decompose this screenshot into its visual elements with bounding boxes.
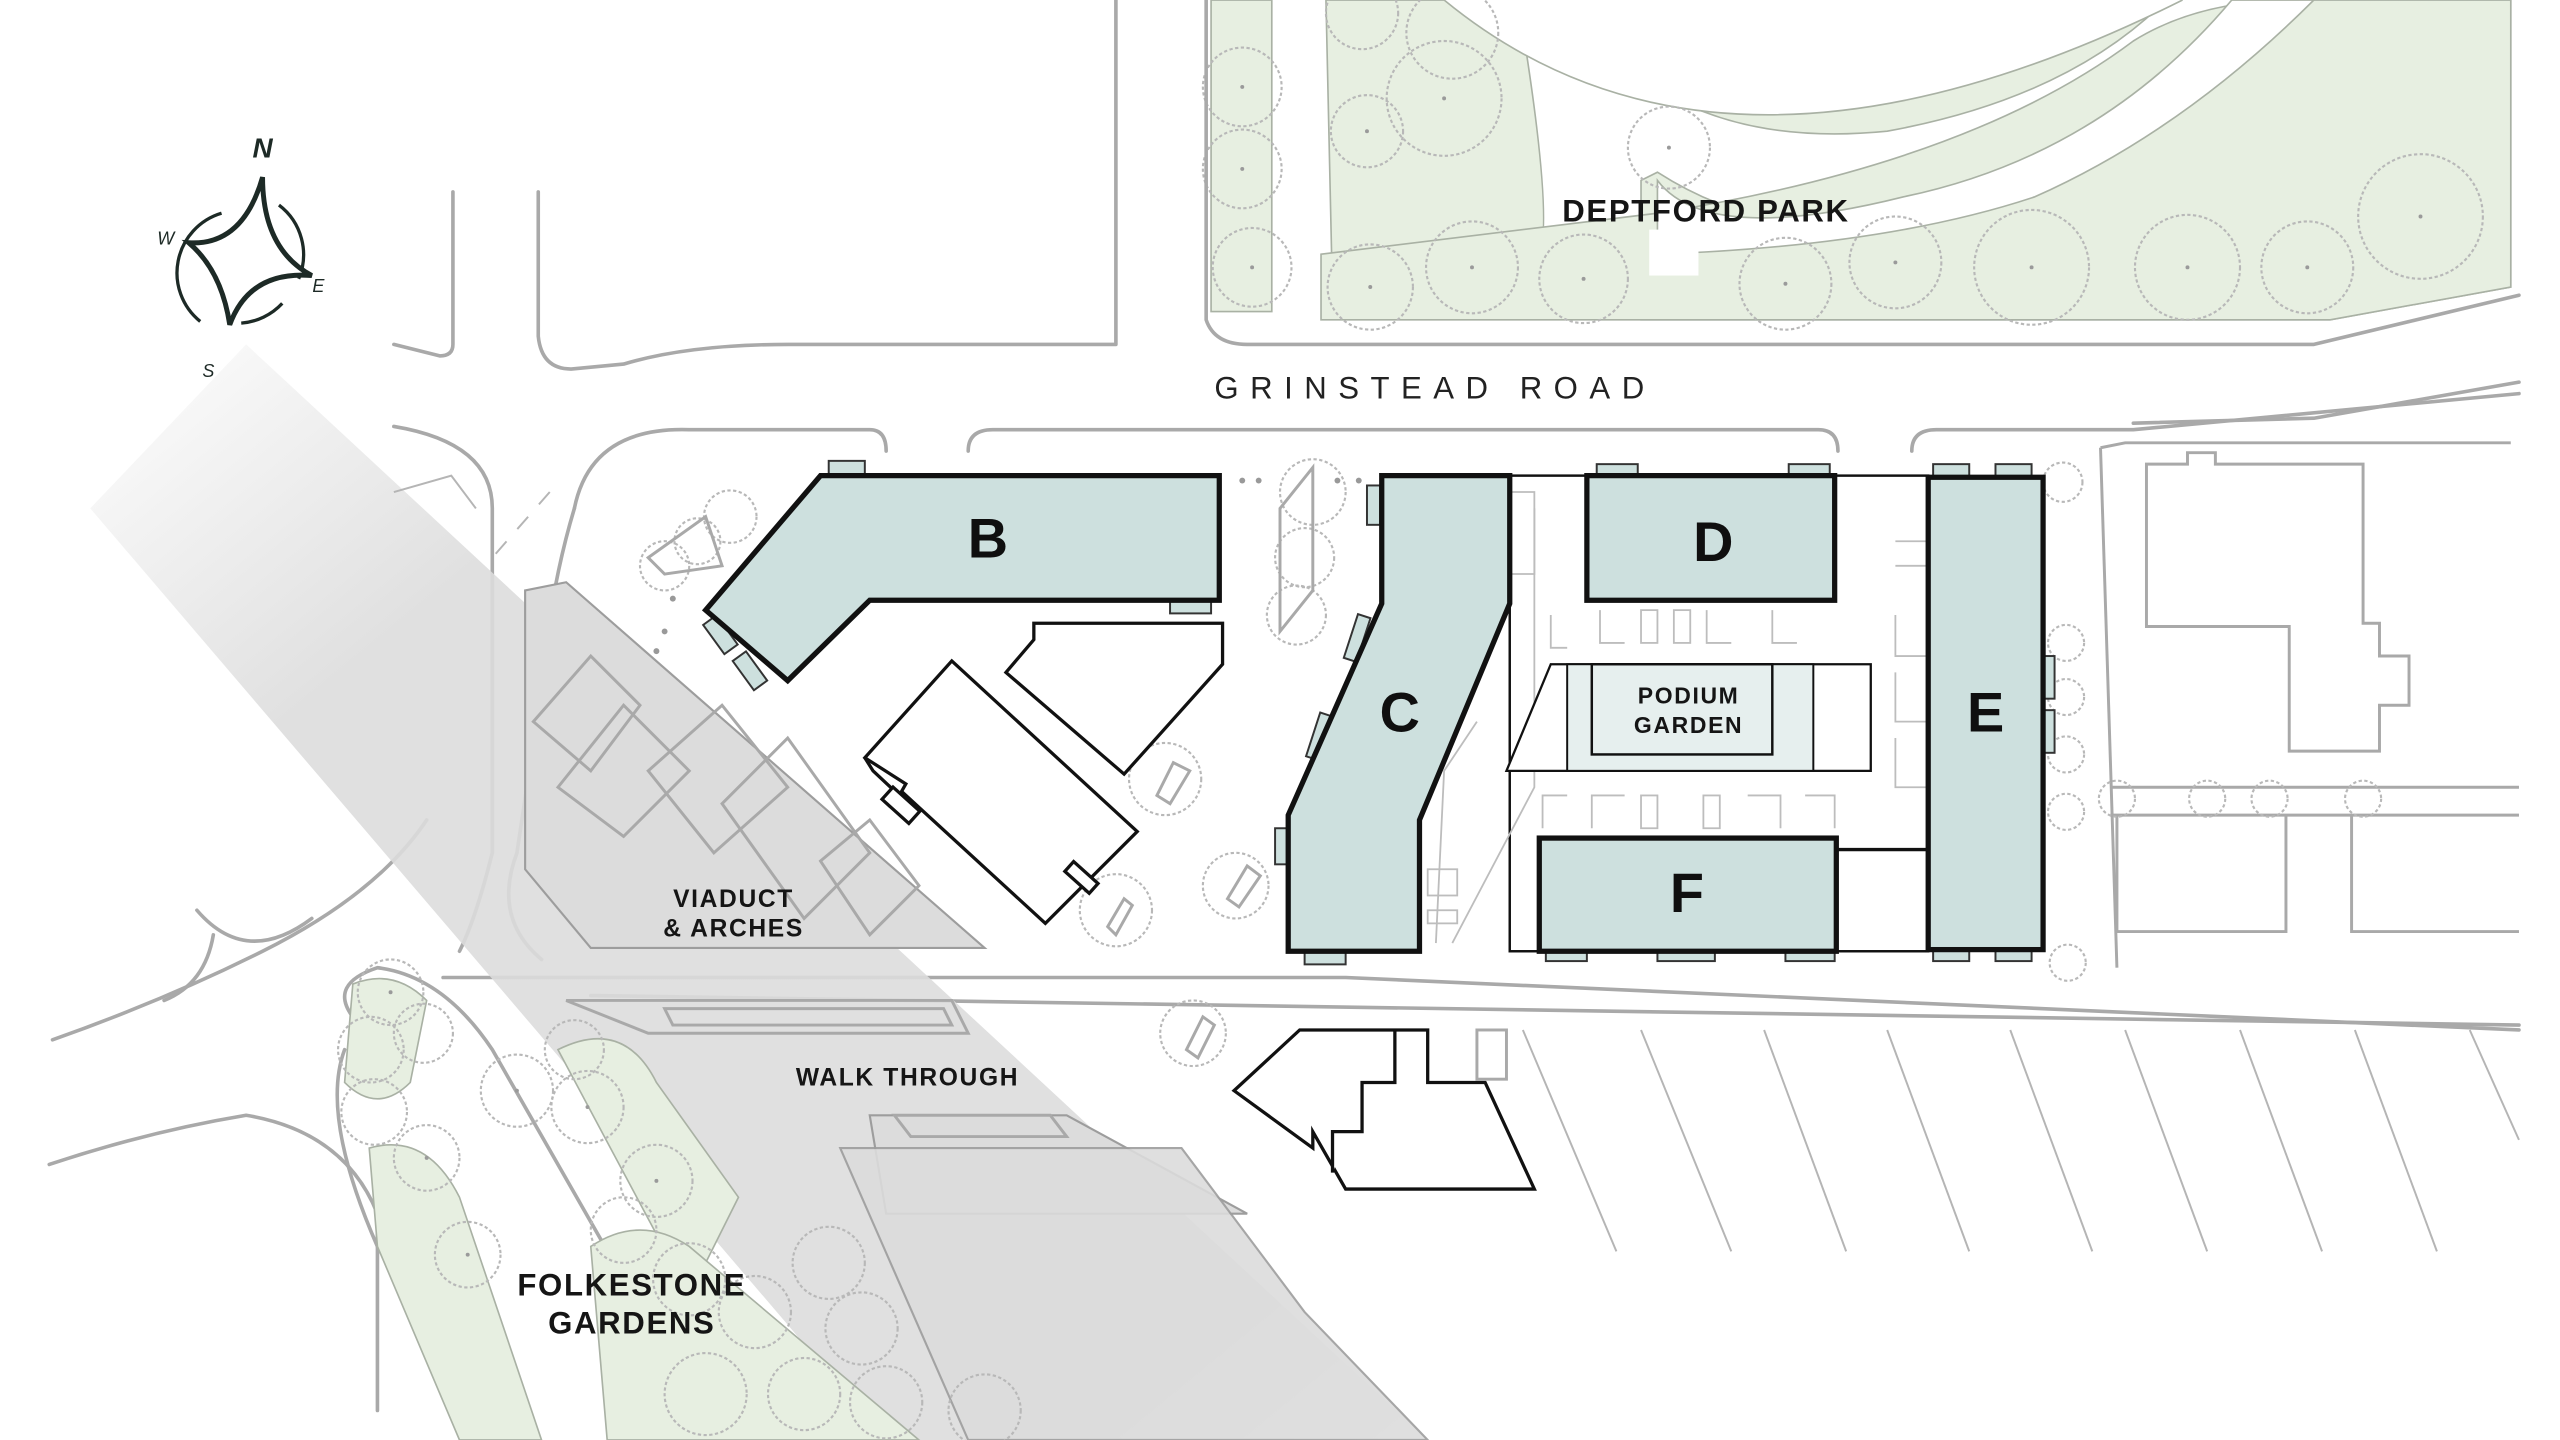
podium-label-2: GARDEN (1634, 712, 1743, 738)
parking-bays (1475, 1028, 2520, 1252)
existing-building-south (1231, 1028, 1537, 1191)
road-label-grinstead: GRINSTEAD ROAD (1214, 371, 1655, 406)
folkestone-gardens (335, 958, 1022, 1440)
area-label-viaduct-2: & ARCHES (663, 915, 804, 942)
podium-label-1: PODIUM (1638, 683, 1740, 709)
area-label-deptford-park: DEPTFORD PARK (1562, 193, 1849, 228)
viaduct (90, 344, 1430, 1440)
existing-building-west-2 (862, 658, 1140, 926)
building-b[interactable]: B (701, 459, 1222, 692)
compass-north: N (252, 132, 273, 163)
compass-south: S (202, 361, 214, 381)
building-c[interactable]: C (1274, 473, 1513, 966)
deptford-park (1210, 0, 2512, 321)
building-f-label: F (1670, 862, 1704, 924)
building-b-label: B (968, 508, 1008, 570)
east-existing-buildings (2042, 441, 2519, 982)
compass-west: W (157, 228, 176, 248)
area-label-folkestone-1: FOLKESTONE (517, 1268, 746, 1303)
building-f[interactable]: F (1536, 835, 1929, 963)
building-d-label: D (1693, 511, 1733, 573)
compass-east: E (312, 276, 325, 296)
street-trees (638, 458, 1362, 1068)
area-label-walk-through: WALK THROUGH (796, 1065, 1019, 1092)
area-label-folkestone-2: GARDENS (548, 1305, 715, 1340)
existing-building-west-1 (1003, 621, 1225, 777)
courtyard-landscape (1426, 474, 1930, 953)
building-c-label: C (1380, 681, 1420, 743)
building-e[interactable]: E (1925, 463, 2056, 963)
building-e-label: E (1967, 681, 2004, 743)
building-d[interactable]: D (1584, 463, 1838, 603)
compass-rose-icon: N W E S (157, 132, 325, 381)
area-label-viaduct-1: VIADUCT (673, 886, 794, 913)
podium-garden (1590, 663, 1774, 756)
